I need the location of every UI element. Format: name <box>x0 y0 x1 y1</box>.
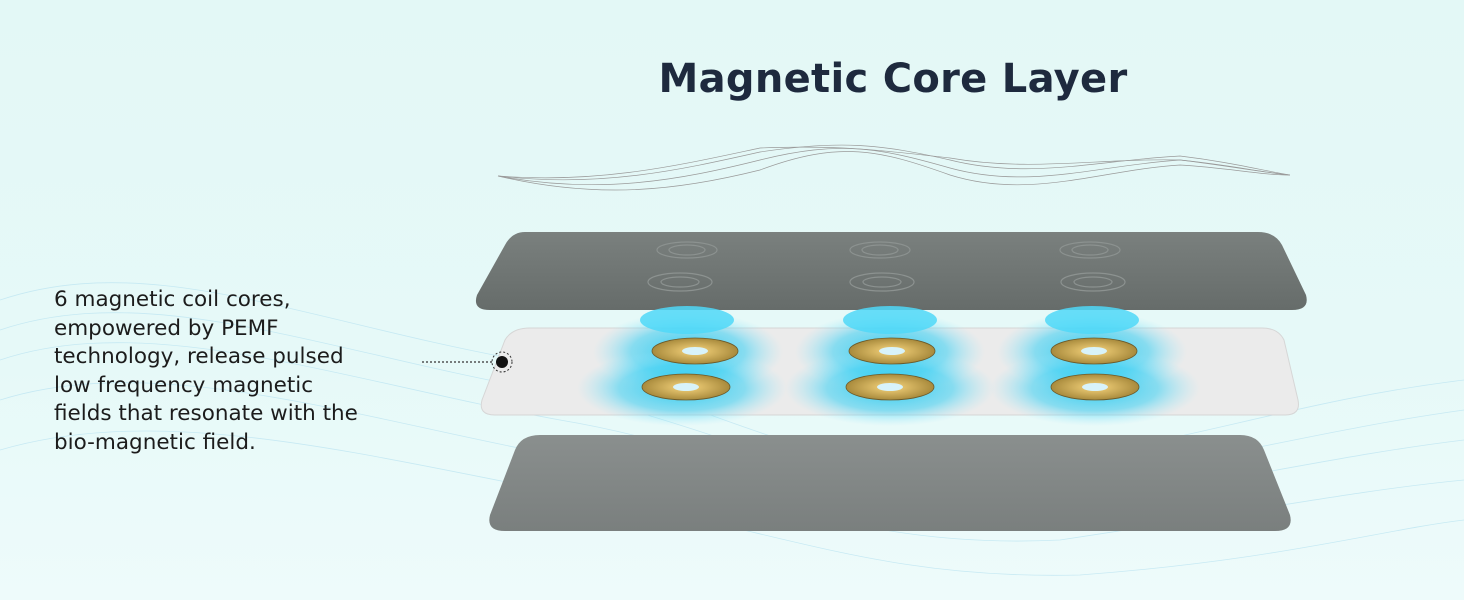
description-line: bio-magnetic field. <box>54 429 256 455</box>
coil-core <box>1050 337 1138 365</box>
coil-core <box>641 373 731 401</box>
feature-description: 6 magnetic coil cores, empowered by PEMF… <box>54 286 434 458</box>
wave-lines-icon <box>497 144 1291 191</box>
bottom-plate <box>489 435 1291 531</box>
description-line: fields that resonate with the <box>54 401 358 427</box>
coil-core <box>651 337 739 365</box>
coil-core <box>845 373 935 401</box>
description-line: empowered by PEMF <box>54 315 279 341</box>
description-line: technology, release pulsed <box>54 344 344 370</box>
top-plate-coil-marks <box>647 241 1126 292</box>
magnetic-glow <box>577 306 1200 426</box>
description-line: 6 magnetic coil cores, <box>54 287 291 312</box>
top-plate <box>475 232 1307 310</box>
coil-core <box>848 337 936 365</box>
callout-pointer <box>422 351 513 373</box>
description-line: low frequency magnetic <box>54 372 314 398</box>
coil-core <box>1050 373 1140 401</box>
coil-cores <box>641 337 1140 401</box>
page-title: Magnetic Core Layer <box>658 56 1128 102</box>
